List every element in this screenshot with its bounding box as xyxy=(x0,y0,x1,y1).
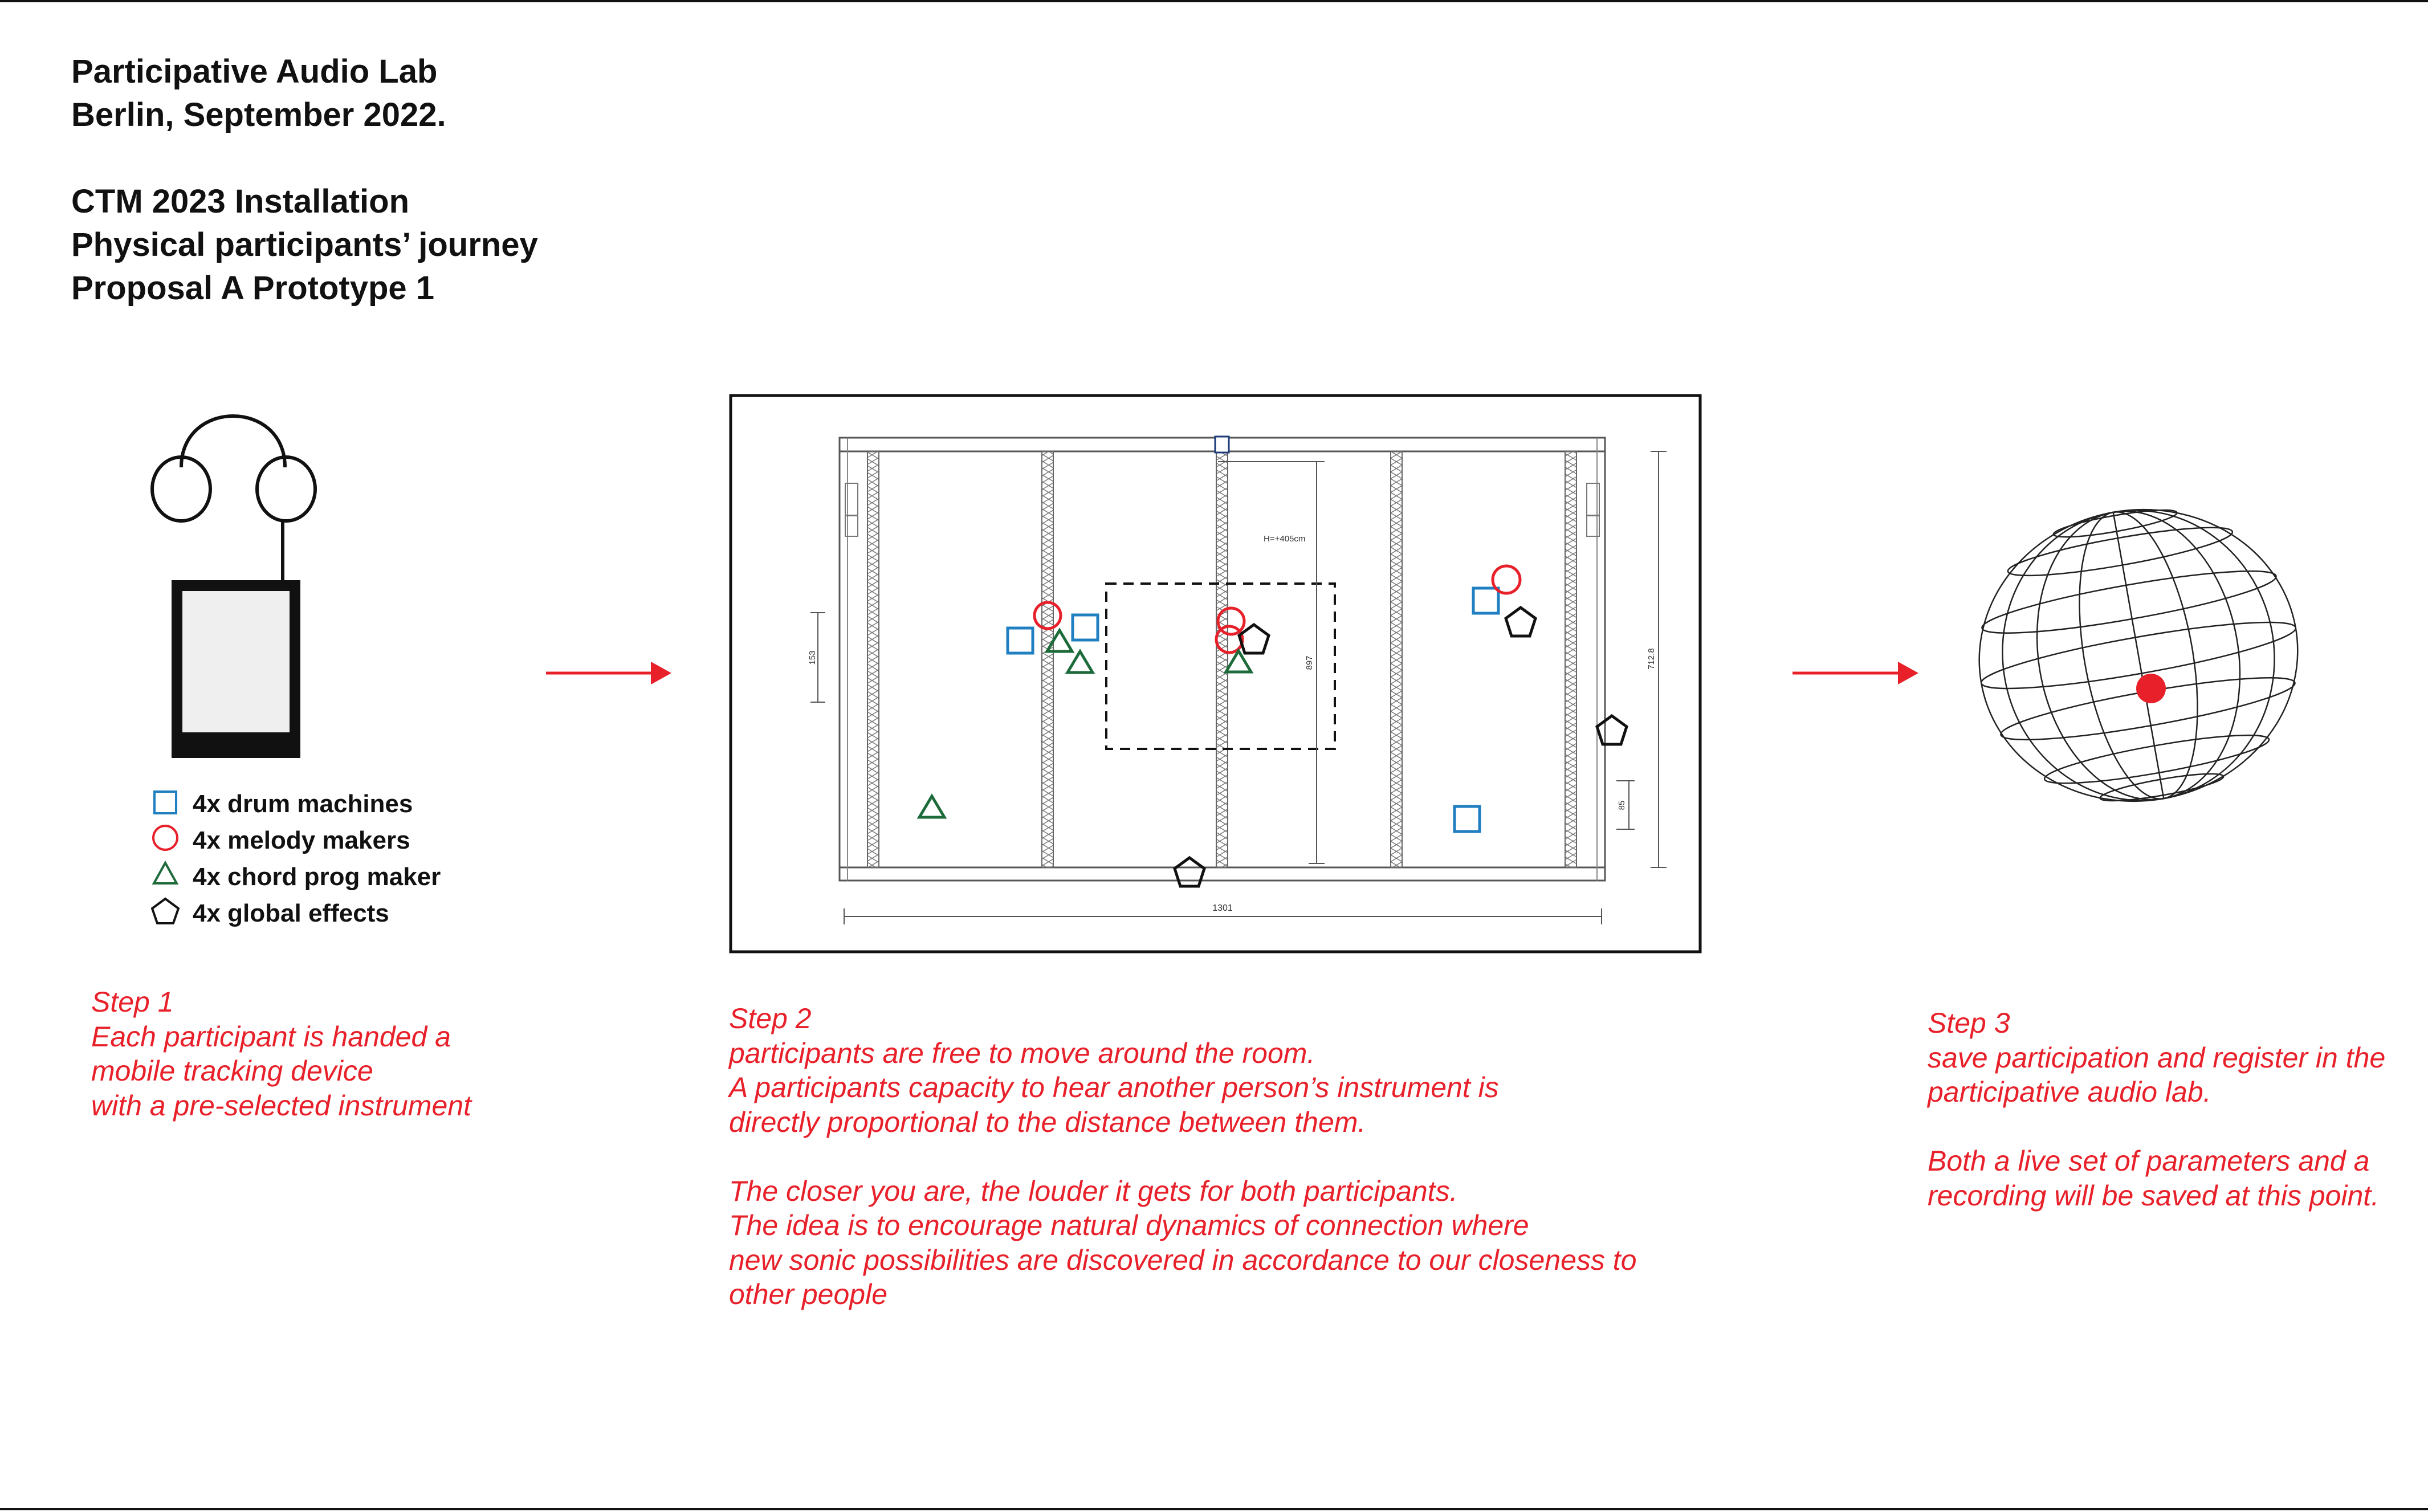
global-effects-marker xyxy=(1504,605,1537,638)
title-line-5: Proposal A Prototype 1 xyxy=(71,270,435,307)
step-3-line xyxy=(1928,1110,2385,1144)
step-3-line: recording will be saved at this point. xyxy=(1928,1179,2380,1212)
chord-prog-marker xyxy=(1223,648,1254,674)
square-icon xyxy=(153,790,177,814)
step-3-heading: Step 3 xyxy=(1928,1007,2010,1039)
step-2-line: A participants capacity to hear another … xyxy=(729,1071,1499,1103)
step-2-heading: Step 2 xyxy=(729,1002,812,1034)
chord-prog-marker xyxy=(1065,649,1095,674)
dim-height-label: H=+405cm xyxy=(1264,534,1305,544)
arrow-icon xyxy=(1793,662,1918,684)
global-effects-marker xyxy=(1595,714,1628,746)
legend-label: 4x global effects xyxy=(193,899,389,927)
global-effects-marker xyxy=(1237,622,1270,655)
legend-label: 4x melody makers xyxy=(193,826,410,854)
chord-prog-marker xyxy=(1044,627,1075,653)
page-title: Participative Audio Lab Berlin, Septembe… xyxy=(71,50,538,310)
dim-897-label: 897 xyxy=(1305,655,1314,670)
title-line-3: CTM 2023 Installation xyxy=(71,183,410,220)
step-1-text: Step 1 Each participant is handed a mobi… xyxy=(91,985,471,1123)
title-line-4: Physical participants’ journey xyxy=(71,226,538,263)
step-2-line: other people xyxy=(729,1278,888,1310)
tracking-device-icon xyxy=(172,580,300,758)
melody-maker-marker xyxy=(1033,601,1062,630)
triangle-icon xyxy=(152,860,179,885)
step-2-line: The idea is to encourage natural dynamic… xyxy=(729,1209,1529,1241)
step-1-line: Each participant is handed a xyxy=(91,1020,451,1053)
step-2-line: The closer you are, the louder it gets f… xyxy=(729,1175,1458,1207)
global-effects-marker xyxy=(1173,855,1206,888)
step-3-line: Both a live set of parameters and a xyxy=(1928,1145,2370,1177)
headphones-icon xyxy=(150,414,317,580)
top-rule xyxy=(0,0,2428,2)
arrow-icon xyxy=(546,662,671,684)
drum-machine-marker xyxy=(1472,586,1500,615)
globe-icon xyxy=(1978,508,2299,802)
drum-machine-marker xyxy=(1006,626,1034,655)
melody-maker-marker xyxy=(1215,625,1244,654)
dim-1301-label: 1301 xyxy=(1212,903,1233,913)
participant-dot xyxy=(2136,674,2166,703)
melody-maker-marker xyxy=(1491,564,1522,595)
title-line-2: Berlin, September 2022. xyxy=(71,96,446,133)
step-1-line: mobile tracking device xyxy=(91,1055,373,1087)
legend-label: 4x drum machines xyxy=(193,790,413,818)
step-2-line: participants are free to move around the… xyxy=(729,1037,1315,1069)
drum-machine-marker xyxy=(1453,805,1481,833)
step-2-line: directly proportional to the distance be… xyxy=(729,1106,1366,1138)
step-2-text: Step 2 participants are free to move aro… xyxy=(729,1001,1637,1312)
step-2-line xyxy=(729,1139,1637,1174)
dim-153-label: 153 xyxy=(808,650,817,665)
step-1-line: with a pre-selected instrument xyxy=(91,1089,471,1122)
dim-7128-label: 712.8 xyxy=(1647,648,1656,670)
pentagon-icon xyxy=(150,897,180,924)
step-3-line: save participation and register in the xyxy=(1928,1041,2386,1074)
legend-label: 4x chord prog maker xyxy=(193,863,441,891)
title-line-1: Participative Audio Lab xyxy=(71,53,438,90)
melody-maker-marker xyxy=(1216,606,1246,636)
chord-prog-marker xyxy=(916,793,947,819)
drum-machine-marker xyxy=(1071,613,1099,642)
step-3-line: participative audio lab. xyxy=(1928,1076,2211,1108)
circle-icon xyxy=(152,825,178,851)
floor-plan xyxy=(729,394,1702,953)
step-3-text: Step 3 save participation and register i… xyxy=(1928,1006,2385,1213)
dim-85-label: 85 xyxy=(1617,801,1627,810)
step-1-heading: Step 1 xyxy=(91,986,174,1018)
bottom-rule xyxy=(0,1508,2428,1510)
step-2-line: new sonic possibilities are discovered i… xyxy=(729,1244,1637,1276)
